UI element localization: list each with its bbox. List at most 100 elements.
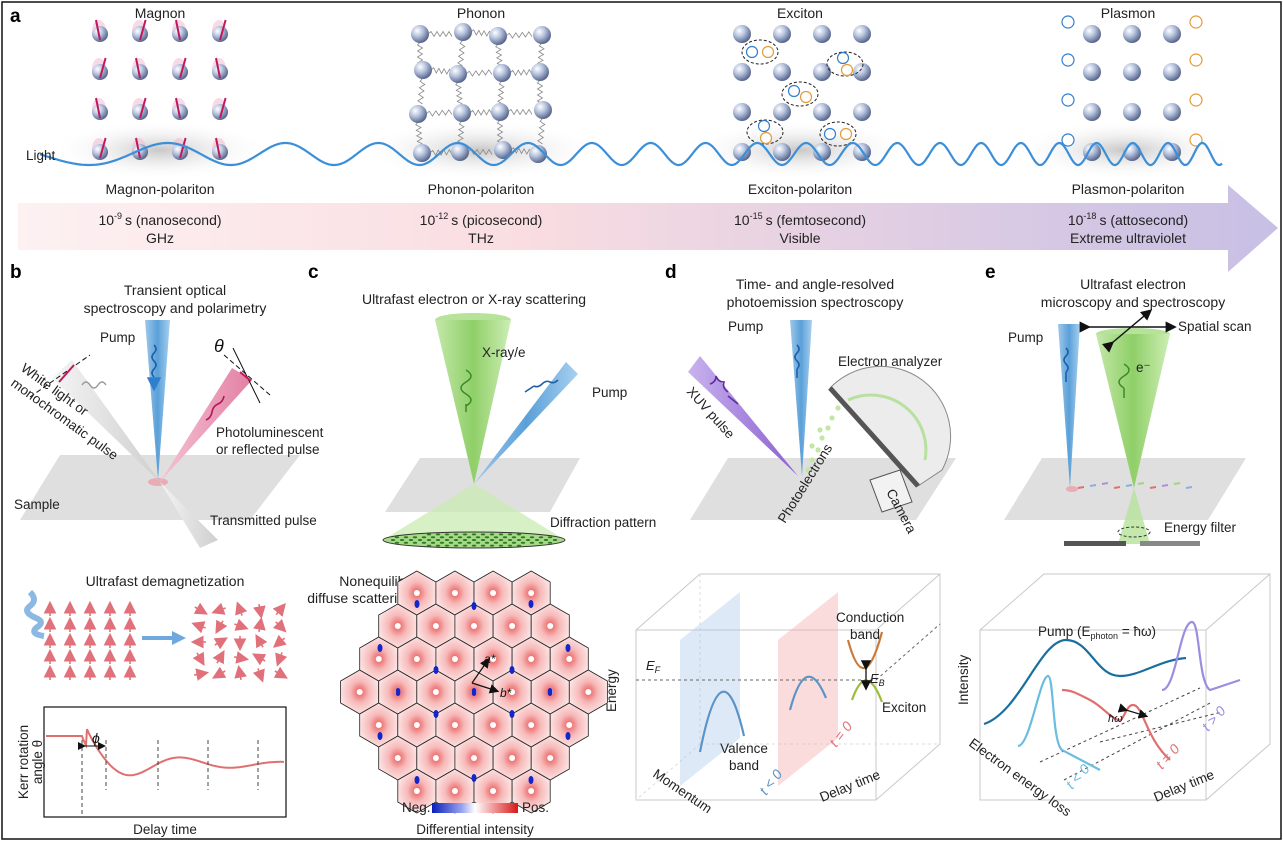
negative-intensity-spot — [433, 710, 439, 718]
e-sample-plane — [1004, 458, 1246, 520]
plasmon-atom — [1083, 143, 1101, 161]
valence-label-2: band — [729, 758, 759, 773]
disordered-spin — [212, 666, 227, 679]
eels-label: Electron energy loss — [966, 735, 1074, 819]
panel-c-title: Ultrafast electron or X-ray scattering — [362, 291, 586, 307]
diffraction-spot — [430, 541, 436, 544]
svg-text:10-12s (picosecond): 10-12s (picosecond) — [420, 211, 543, 228]
bragg-peak — [413, 722, 420, 728]
demag-transition-head — [172, 631, 186, 645]
pl-label-2: or reflected pulse — [216, 442, 320, 457]
exciton-atom — [813, 103, 831, 121]
phonon-spring — [469, 108, 493, 117]
plasmon-hole — [1189, 15, 1203, 29]
diffraction-spot — [493, 541, 499, 544]
e-wavepacket — [1118, 363, 1130, 398]
pump-spectrum-curve — [983, 638, 1187, 726]
svg-text:10-15s (femtosecond): 10-15s (femtosecond) — [734, 211, 866, 228]
delay-dashed-lines — [1039, 687, 1223, 781]
photoelectron — [815, 447, 821, 453]
photoelectron — [829, 415, 835, 421]
theta-label: θ — [214, 336, 224, 356]
phonon-polariton-label: Phonon-polariton — [428, 181, 535, 197]
phonon-atom — [413, 144, 431, 162]
negative-intensity-spot — [414, 600, 420, 608]
slice-t-neg — [680, 592, 740, 786]
colorbar-neg: Neg. — [402, 800, 431, 815]
conduction-label-2: band — [850, 627, 880, 642]
phonon-atom — [409, 105, 427, 123]
spin-arrow — [215, 137, 221, 159]
diffraction-spot — [471, 544, 477, 547]
reflected-polarization-arrow — [239, 371, 252, 382]
negative-intensity-spot — [395, 688, 401, 696]
sample-mark — [1077, 486, 1085, 489]
plasmon-atom — [1083, 63, 1101, 81]
band-xuv: Extreme ultraviolet — [1070, 230, 1186, 246]
c-pump-label: Pump — [592, 385, 627, 400]
diffraction-spot — [444, 533, 450, 536]
plasmon-electron — [1061, 53, 1075, 67]
disordered-spin — [193, 668, 210, 681]
valence-band-zero — [788, 675, 828, 711]
bragg-peak — [375, 722, 382, 728]
demag-laser-pulse — [24, 589, 45, 639]
panel-b: b Transient optical spectroscopy and pol… — [8, 262, 323, 837]
delay-line-3 — [1099, 711, 1223, 743]
diffraction-spot — [507, 539, 513, 541]
colorbar — [432, 803, 518, 813]
hole-charge — [761, 45, 775, 59]
magnon-title: Magnon — [135, 5, 186, 21]
ef-label: EF — [646, 658, 661, 675]
panel-d-letter: d — [665, 262, 677, 283]
nds-label-2: diffuse scattering — [307, 590, 413, 606]
colorbar-label: Differential intensity — [416, 822, 534, 837]
disordered-spin — [191, 621, 206, 634]
light-label: Light — [26, 148, 56, 163]
phonon-spring — [427, 30, 453, 38]
valence-label-1: Valence — [720, 741, 768, 756]
phonon-spring — [495, 43, 503, 67]
bragg-peak — [432, 689, 439, 695]
phonon-atom — [531, 63, 549, 81]
negative-intensity-spot — [377, 732, 383, 740]
diffraction-spot — [394, 541, 400, 544]
bragg-peak — [394, 623, 401, 629]
phonon-spring — [415, 121, 423, 145]
phonon-spring — [465, 69, 493, 77]
pump-label: Pump — [100, 330, 135, 345]
bragg-peak — [547, 755, 554, 761]
disordered-spin — [193, 602, 208, 615]
plasmon-electron — [1061, 93, 1075, 107]
phonon-atom — [454, 23, 472, 41]
hole-charge — [799, 90, 813, 104]
diffraction-dots — [390, 533, 558, 547]
plasmon-title: Plasmon — [1101, 5, 1155, 21]
diffraction-spot — [390, 539, 396, 541]
spin-arrow — [215, 57, 221, 79]
energy-filter-left — [1064, 541, 1126, 546]
negative-intensity-spot — [471, 602, 477, 610]
disordered-spin — [272, 618, 287, 633]
diffraction-spot — [453, 533, 459, 536]
phonon-spring — [455, 81, 463, 105]
d-pump-label: Pump — [728, 319, 763, 334]
negative-intensity-spot — [565, 732, 571, 740]
band-ghz: GHz — [146, 230, 174, 246]
phonon-spring — [509, 68, 533, 77]
phonon-atom — [449, 65, 467, 83]
diffraction-spot — [489, 533, 495, 536]
electron-charge — [787, 84, 801, 98]
bragg-peak — [490, 722, 497, 728]
diffraction-spot — [457, 541, 463, 544]
energy-filter-label: Energy filter — [1164, 520, 1237, 535]
diffraction-spot — [511, 541, 517, 544]
sample-mark — [1125, 484, 1133, 487]
disordered-spin — [275, 652, 288, 667]
exciton-pair-outline — [781, 81, 819, 107]
disordered-spin — [253, 603, 266, 620]
spin-arrow — [95, 97, 101, 119]
spin-arrow — [99, 137, 107, 159]
reflected-rotated-line — [232, 347, 261, 404]
